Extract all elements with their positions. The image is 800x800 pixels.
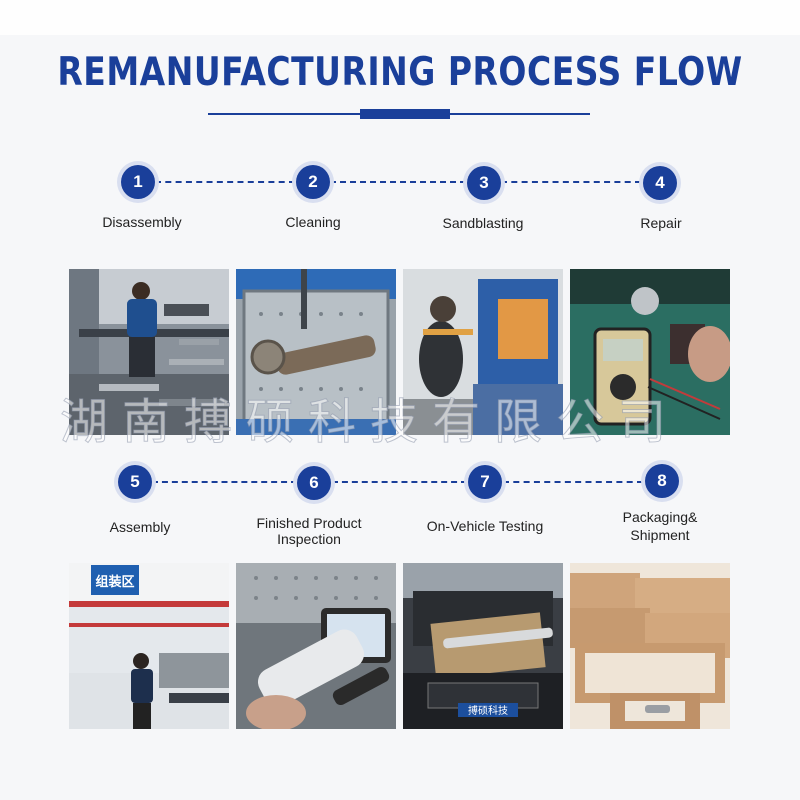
step-8-label: Packaging& Shipment (575, 509, 745, 543)
connector-1-2 (155, 181, 295, 183)
step-8-badge: 8 (645, 464, 679, 498)
car-plate-text: 搏硕科技 (468, 704, 508, 717)
photo-sandblasting (403, 269, 563, 435)
connector-5-6 (152, 481, 297, 483)
step-1-badge: 1 (121, 165, 155, 199)
connector-6-7 (332, 481, 467, 483)
step-4-label: Repair (640, 215, 682, 231)
step-7-badge: 7 (468, 465, 502, 499)
page-title: REMANUFACTURING PROCESS FLOW (57, 48, 743, 95)
assembly-sign-text: 组装区 (95, 574, 134, 590)
photo-packaging (570, 563, 730, 729)
photo-disassembly (69, 269, 229, 435)
step-6-label-line2: Inspection (277, 531, 341, 547)
top-strip (0, 0, 800, 35)
title-underline-bar (360, 109, 450, 119)
step-5-badge: 5 (118, 465, 152, 499)
step-6-label-line1: Finished Product (256, 515, 362, 531)
step-2-badge: 2 (296, 165, 330, 199)
step-8-label-line2: Shipment (630, 527, 690, 543)
step-5-label: Assembly (109, 519, 171, 535)
photo-vehicle-testing: 搏硕科技 (403, 563, 563, 729)
step-4-badge: 4 (643, 166, 677, 200)
step-2-label: Cleaning (285, 214, 341, 230)
step-1-label: Disassembly (102, 214, 182, 230)
step-6-badge: 6 (297, 466, 331, 500)
photo-inspection (236, 563, 396, 729)
photo-cleaning (236, 269, 396, 435)
connector-3-4 (501, 181, 641, 183)
photo-assembly: 组装区 (69, 563, 229, 729)
step-3-badge: 3 (467, 166, 501, 200)
step-8-label-line1: Packaging& (622, 509, 698, 525)
title-underline-right (450, 113, 590, 115)
title-underline-left (208, 113, 360, 115)
connector-2-3 (330, 181, 466, 183)
connector-7-8 (503, 481, 643, 483)
step-6-label: Finished Product Inspection (224, 515, 394, 547)
step-7-label: On-Vehicle Testing (426, 518, 544, 534)
step-3-label: Sandblasting (442, 215, 524, 231)
photo-repair (570, 269, 730, 435)
